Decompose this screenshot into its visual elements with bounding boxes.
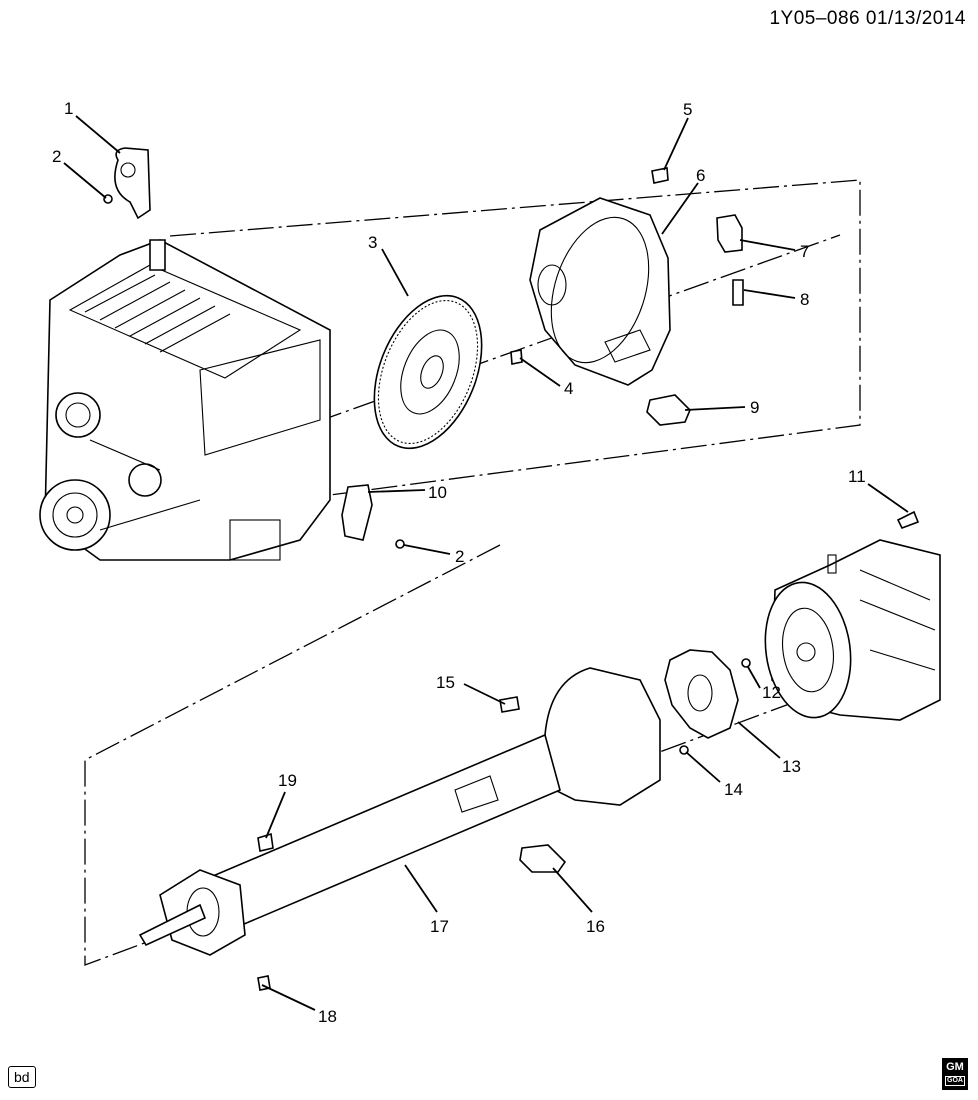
part-1-bracket <box>114 147 151 220</box>
part-17-torque-tube <box>138 667 661 956</box>
view-badge: bd <box>8 1066 36 1088</box>
callout-5: 5 <box>683 100 692 119</box>
callout-10: 10 <box>428 483 447 502</box>
callout-4: 4 <box>564 379 573 398</box>
part-2-bolt-lower <box>395 539 405 549</box>
transmission-assembly <box>764 539 941 721</box>
part-8-bolt <box>732 279 744 306</box>
part-16-cover <box>519 844 567 873</box>
part-10-shield <box>341 484 373 541</box>
engine-assembly <box>39 239 331 561</box>
part-13-drive-plate <box>664 649 739 739</box>
leader-lines <box>63 115 909 1011</box>
part-4-bolt <box>510 349 523 365</box>
part-9-cover <box>646 394 691 426</box>
gm-logo-text: GM <box>946 1061 964 1073</box>
callout-1: 1 <box>64 99 73 118</box>
part-7-clip <box>716 214 743 253</box>
callout-2-lower: 2 <box>455 547 464 566</box>
part-6-bellhousing <box>529 197 671 386</box>
part-15-bolt <box>499 696 520 713</box>
callout-11: 11 <box>848 467 866 486</box>
callout-14: 14 <box>724 780 743 799</box>
part-19-bolt <box>257 832 274 852</box>
part-12-nut <box>741 658 751 668</box>
part-5-bolt <box>651 167 669 184</box>
callout-16: 16 <box>586 917 605 936</box>
callout-6: 6 <box>696 166 705 185</box>
callout-18: 18 <box>318 1007 337 1026</box>
callout-7: 7 <box>800 242 809 261</box>
callout-13: 13 <box>782 757 801 776</box>
callout-9: 9 <box>750 398 759 417</box>
callout-15: 15 <box>436 673 455 692</box>
gm-logo-subtext: GOA <box>945 1076 965 1086</box>
callout-17: 17 <box>430 917 449 936</box>
gm-logo: GM GOA <box>942 1058 968 1090</box>
diagram-id-date: 1Y05–086 01/13/2014 <box>769 8 966 29</box>
callout-8: 8 <box>800 290 809 309</box>
callout-19: 19 <box>278 771 297 790</box>
callout-12: 12 <box>762 683 781 702</box>
part-3-flexplate <box>373 294 483 450</box>
callout-3: 3 <box>368 233 377 252</box>
part-11-bolt <box>896 510 920 530</box>
callout-2-upper: 2 <box>52 147 61 166</box>
